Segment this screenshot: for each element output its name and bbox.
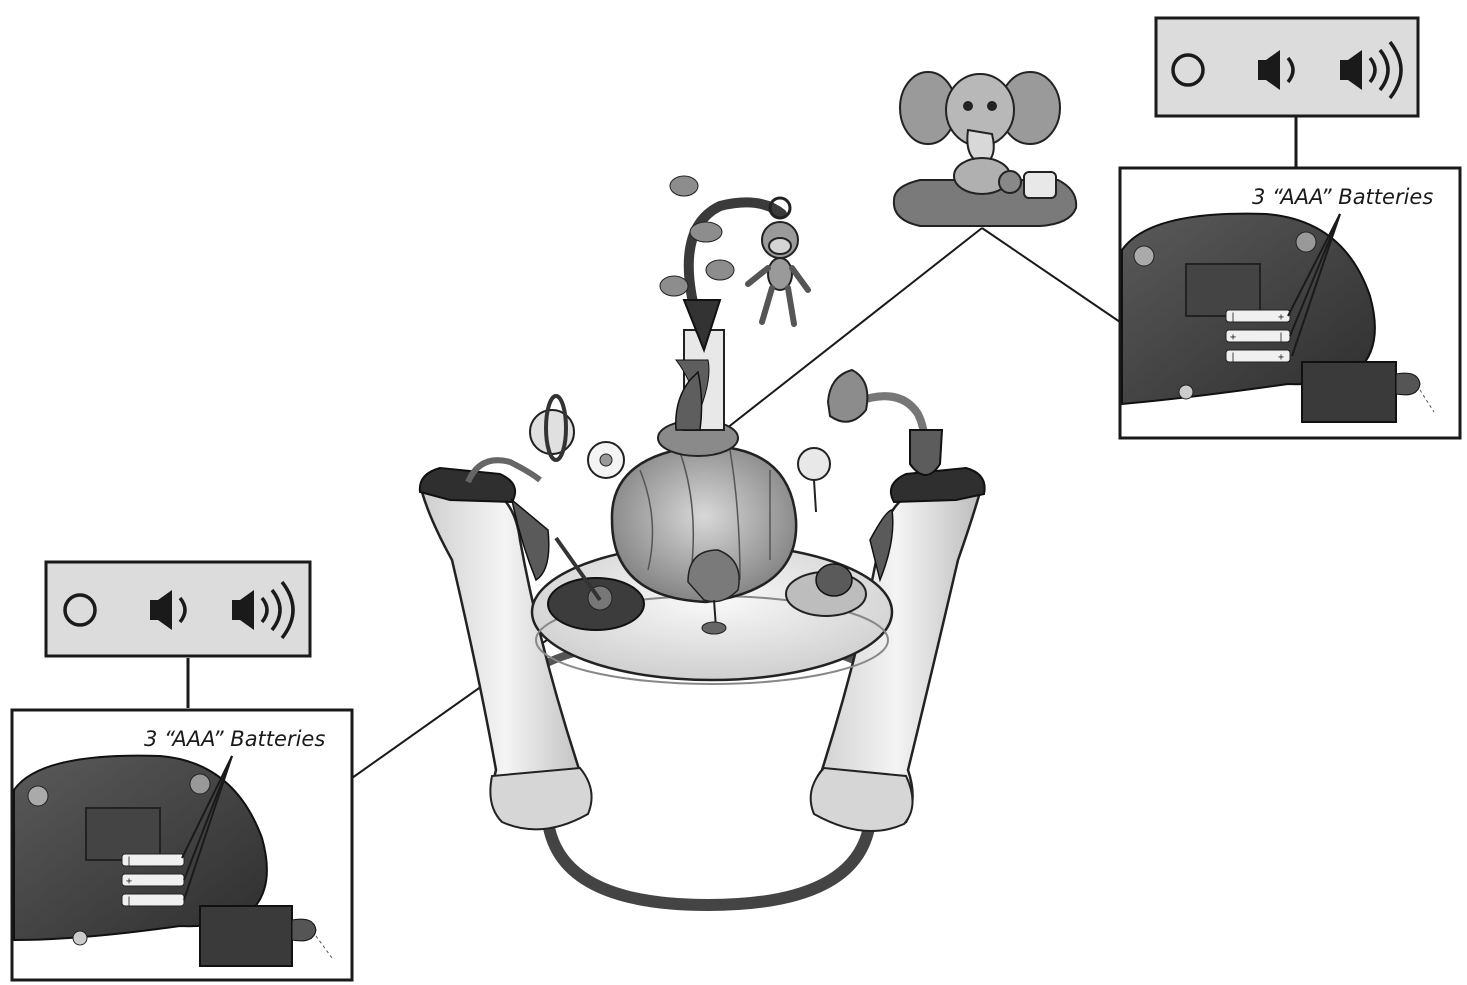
battery-right-3	[1225, 349, 1291, 363]
left-leg-foot	[489, 766, 593, 831]
battery-pointers-right	[1287, 213, 1341, 357]
monkey-face	[768, 237, 792, 255]
left-side-toys	[465, 370, 703, 602]
left-wand	[554, 536, 602, 602]
volume-high-icon	[232, 580, 295, 640]
right-leg-cap	[890, 466, 986, 504]
volume-switch-panel-right	[1154, 16, 1420, 118]
housing-bump-left-1	[27, 785, 49, 807]
arch-leaf-3	[705, 259, 735, 281]
elephant-eye-left	[963, 101, 973, 111]
battery-cover-tab-left	[291, 918, 317, 942]
flower-toy	[797, 447, 831, 481]
battery-right-1	[1225, 309, 1291, 323]
svg-text:|: |	[126, 856, 132, 867]
leaf-base	[701, 621, 727, 635]
elephant-eye-right	[987, 101, 997, 111]
housing-bump-right-2	[1295, 231, 1317, 253]
right-tray-toy	[815, 563, 853, 597]
left-callout: 3 “AAA” Batteries | + |	[10, 560, 354, 982]
seat-folds	[639, 449, 771, 581]
seat	[610, 444, 798, 604]
battery-cover-right	[1301, 361, 1397, 423]
battery-label-right: 3 “AAA” Batteries	[1252, 185, 1433, 209]
monkey-ring	[768, 196, 792, 220]
arch-leaf-2	[689, 221, 723, 243]
svg-text:+: +	[1278, 312, 1284, 323]
volume-low-icon	[1258, 50, 1295, 90]
svg-text:|: |	[1230, 352, 1236, 363]
left-carrot-toy	[510, 498, 550, 582]
flower-stem	[813, 479, 817, 513]
housing-screw-left	[72, 930, 88, 946]
monkey-body	[767, 257, 793, 291]
svg-text:+: +	[1230, 332, 1236, 343]
left-spring-arm	[465, 457, 542, 484]
volume-switch-panel-left	[44, 560, 312, 658]
housing-screw-right	[1178, 384, 1194, 400]
leader-line-right-toy	[721, 227, 983, 433]
battery-label-left: 3 “AAA” Batteries	[144, 727, 325, 751]
arch-leaf-1	[669, 175, 699, 197]
svg-text:+: +	[1278, 352, 1284, 363]
toy-arch	[683, 197, 787, 335]
svg-text:|: |	[126, 896, 132, 907]
right-leg-foot	[809, 766, 914, 833]
right-side-toys	[797, 368, 944, 583]
right-squeeze-toy	[909, 429, 944, 476]
battery-compartment-left	[85, 807, 161, 861]
svg-text:|: |	[1278, 332, 1284, 343]
activity-jumper	[418, 175, 986, 912]
monkey-limbs	[745, 265, 811, 327]
arch-top	[682, 299, 722, 353]
left-rattle-ring	[544, 394, 568, 462]
leader-line-right-panel	[981, 227, 1121, 323]
volume-high-icon	[1340, 40, 1403, 100]
housing-bump-right-1	[1133, 245, 1155, 267]
arch-leaf-4	[659, 275, 689, 297]
elephant-mouse-toy	[998, 170, 1022, 194]
housing-bump-left-2	[189, 773, 211, 795]
battery-left-1	[121, 853, 185, 867]
battery-cover-tab-right	[1395, 372, 1421, 396]
batteries-right: | + | + | +	[1225, 309, 1291, 363]
cover-dashed-left	[315, 935, 333, 959]
monkey-toy	[745, 196, 811, 327]
leaf-teether	[687, 549, 740, 603]
elephant-toy	[892, 71, 1078, 227]
battery-cover-left	[199, 905, 293, 967]
volume-low-icon	[150, 590, 187, 630]
left-leg-cap	[418, 466, 516, 504]
cover-dashed-right	[1419, 389, 1435, 413]
off-icon	[1171, 53, 1205, 87]
spinner-center	[599, 453, 613, 467]
right-carrot-toy	[869, 509, 894, 583]
battery-compartment-right	[1185, 263, 1261, 317]
off-icon	[63, 593, 97, 627]
svg-text:|: |	[1230, 312, 1236, 323]
batteries-left: | + |	[121, 853, 185, 907]
elephant-side-toy	[1023, 171, 1057, 199]
battery-pointers-left	[181, 755, 233, 901]
hanging-bird-toy	[826, 368, 869, 423]
base-ring	[542, 816, 876, 912]
svg-text:+: +	[126, 876, 132, 887]
right-callout: 3 “AAA” Batteries | + | + | +	[1118, 16, 1462, 440]
center-carrot-toy	[675, 370, 703, 431]
